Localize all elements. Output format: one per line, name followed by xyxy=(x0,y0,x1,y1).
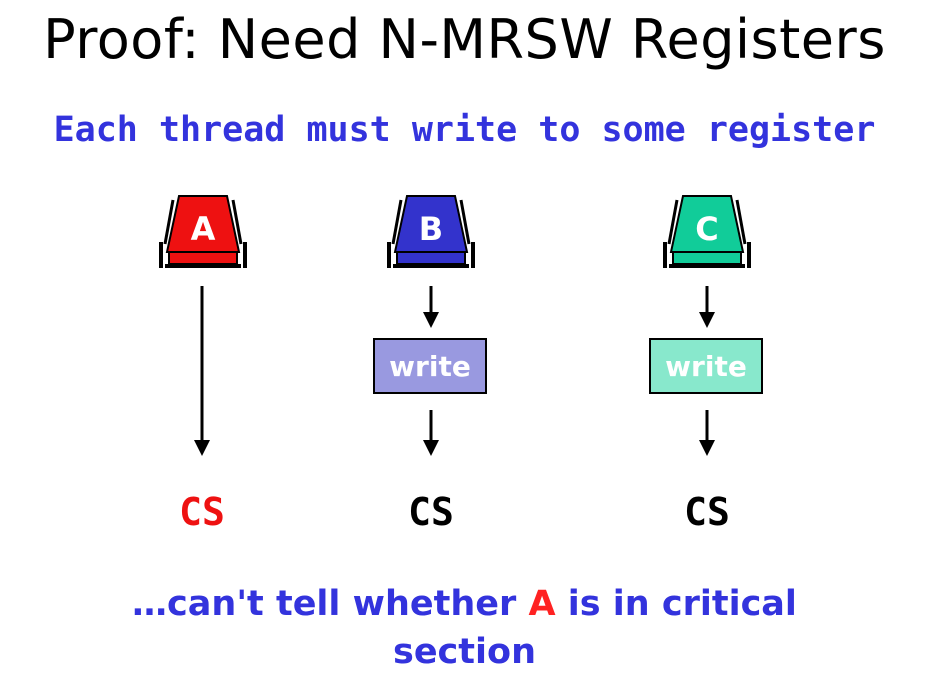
thread-b-arrow-top xyxy=(423,286,439,328)
conclusion-highlight: A xyxy=(528,584,556,624)
chair-frame-icon xyxy=(663,199,751,268)
thread-c-arrow-bottom xyxy=(699,410,715,456)
thread-a-arrow xyxy=(194,286,210,456)
thread-b-icon: B xyxy=(383,192,479,272)
conclusion-before: …can't tell whether xyxy=(132,584,529,624)
chair-frame-icon xyxy=(159,199,247,268)
thread-a-cs-label: CS xyxy=(179,490,225,534)
thread-a-label: A xyxy=(190,210,216,248)
thread-c-arrow-top xyxy=(699,286,715,328)
conclusion-line-1: …can't tell whether A is in critical xyxy=(0,580,929,628)
subtitle: Each thread must write to some register xyxy=(53,110,876,150)
conclusion-after: is in critical xyxy=(555,584,797,624)
conclusion-line-2: section xyxy=(392,632,536,672)
thread-a-icon: A xyxy=(155,192,251,272)
thread-b-write-box: write xyxy=(373,338,487,394)
thread-c-cs-label: CS xyxy=(684,490,730,534)
thread-c-label: C xyxy=(695,210,719,248)
thread-c-icon: C xyxy=(659,192,755,272)
thread-c-write-box: write xyxy=(649,338,763,394)
thread-b-arrow-bottom xyxy=(423,410,439,456)
page-title: Proof: Need N-MRSW Registers xyxy=(43,8,886,71)
thread-b-label: B xyxy=(418,210,444,248)
thread-b-cs-label: CS xyxy=(408,490,454,534)
chair-frame-icon xyxy=(387,199,475,268)
conclusion-text: …can't tell whether A is in critical sec… xyxy=(0,580,929,676)
